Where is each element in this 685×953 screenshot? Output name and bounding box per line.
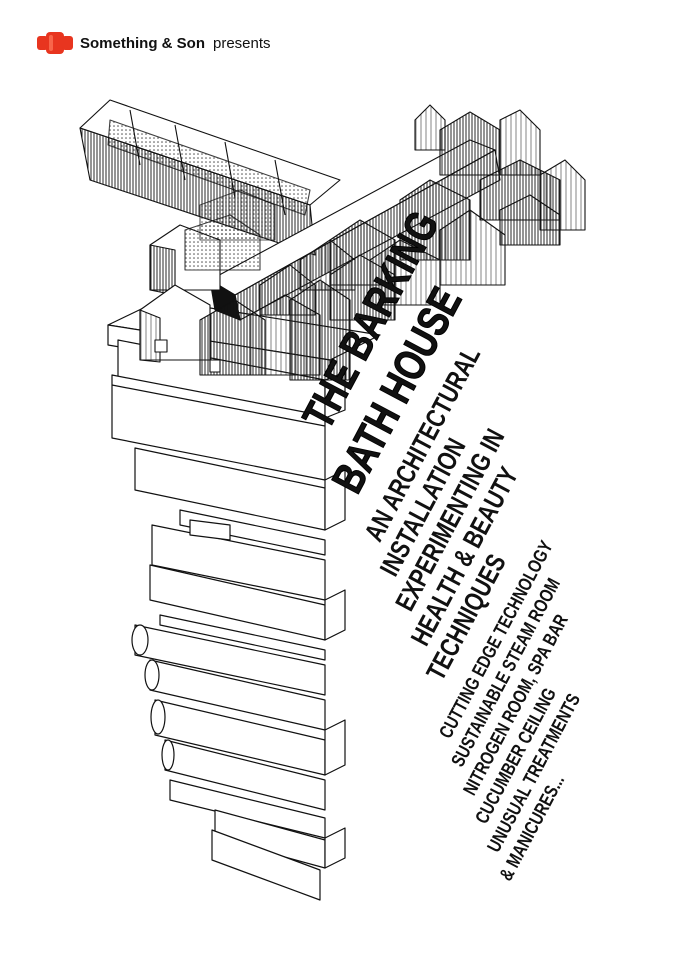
buildings-cluster: [79, 99, 586, 381]
brand-name: Something & Son: [80, 34, 205, 52]
header: Something & Son presents: [36, 28, 271, 58]
red-tap-connector-icon: [37, 32, 73, 54]
presents-label: presents: [213, 34, 271, 52]
